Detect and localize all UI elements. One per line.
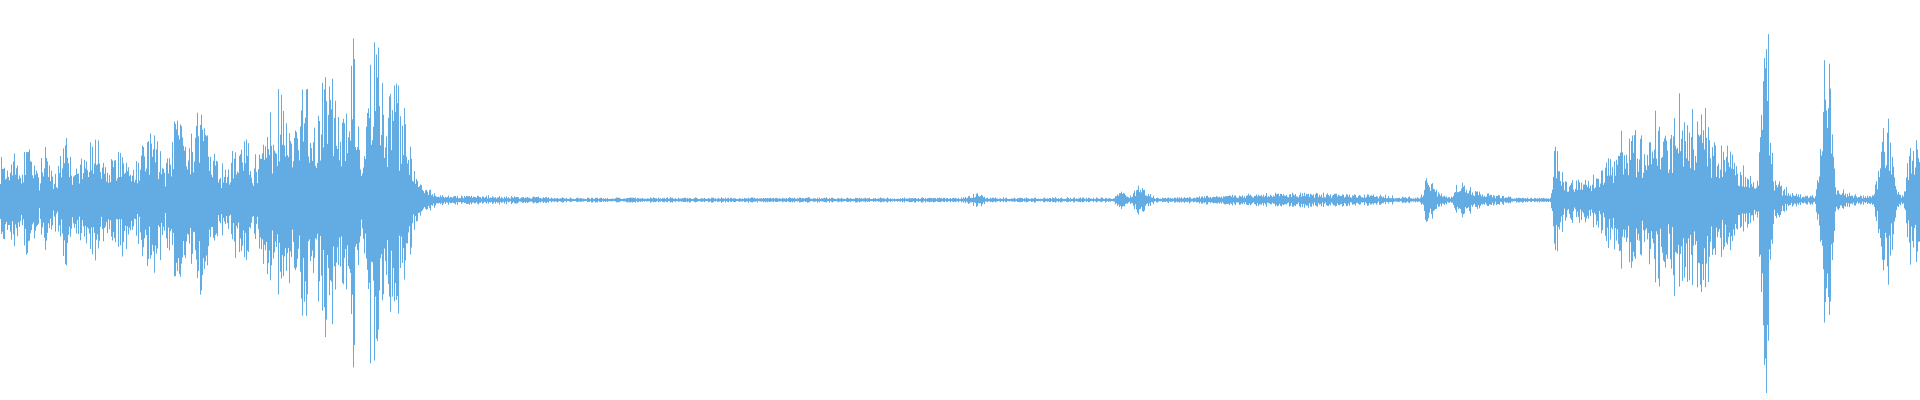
waveform-bars <box>0 34 1920 394</box>
